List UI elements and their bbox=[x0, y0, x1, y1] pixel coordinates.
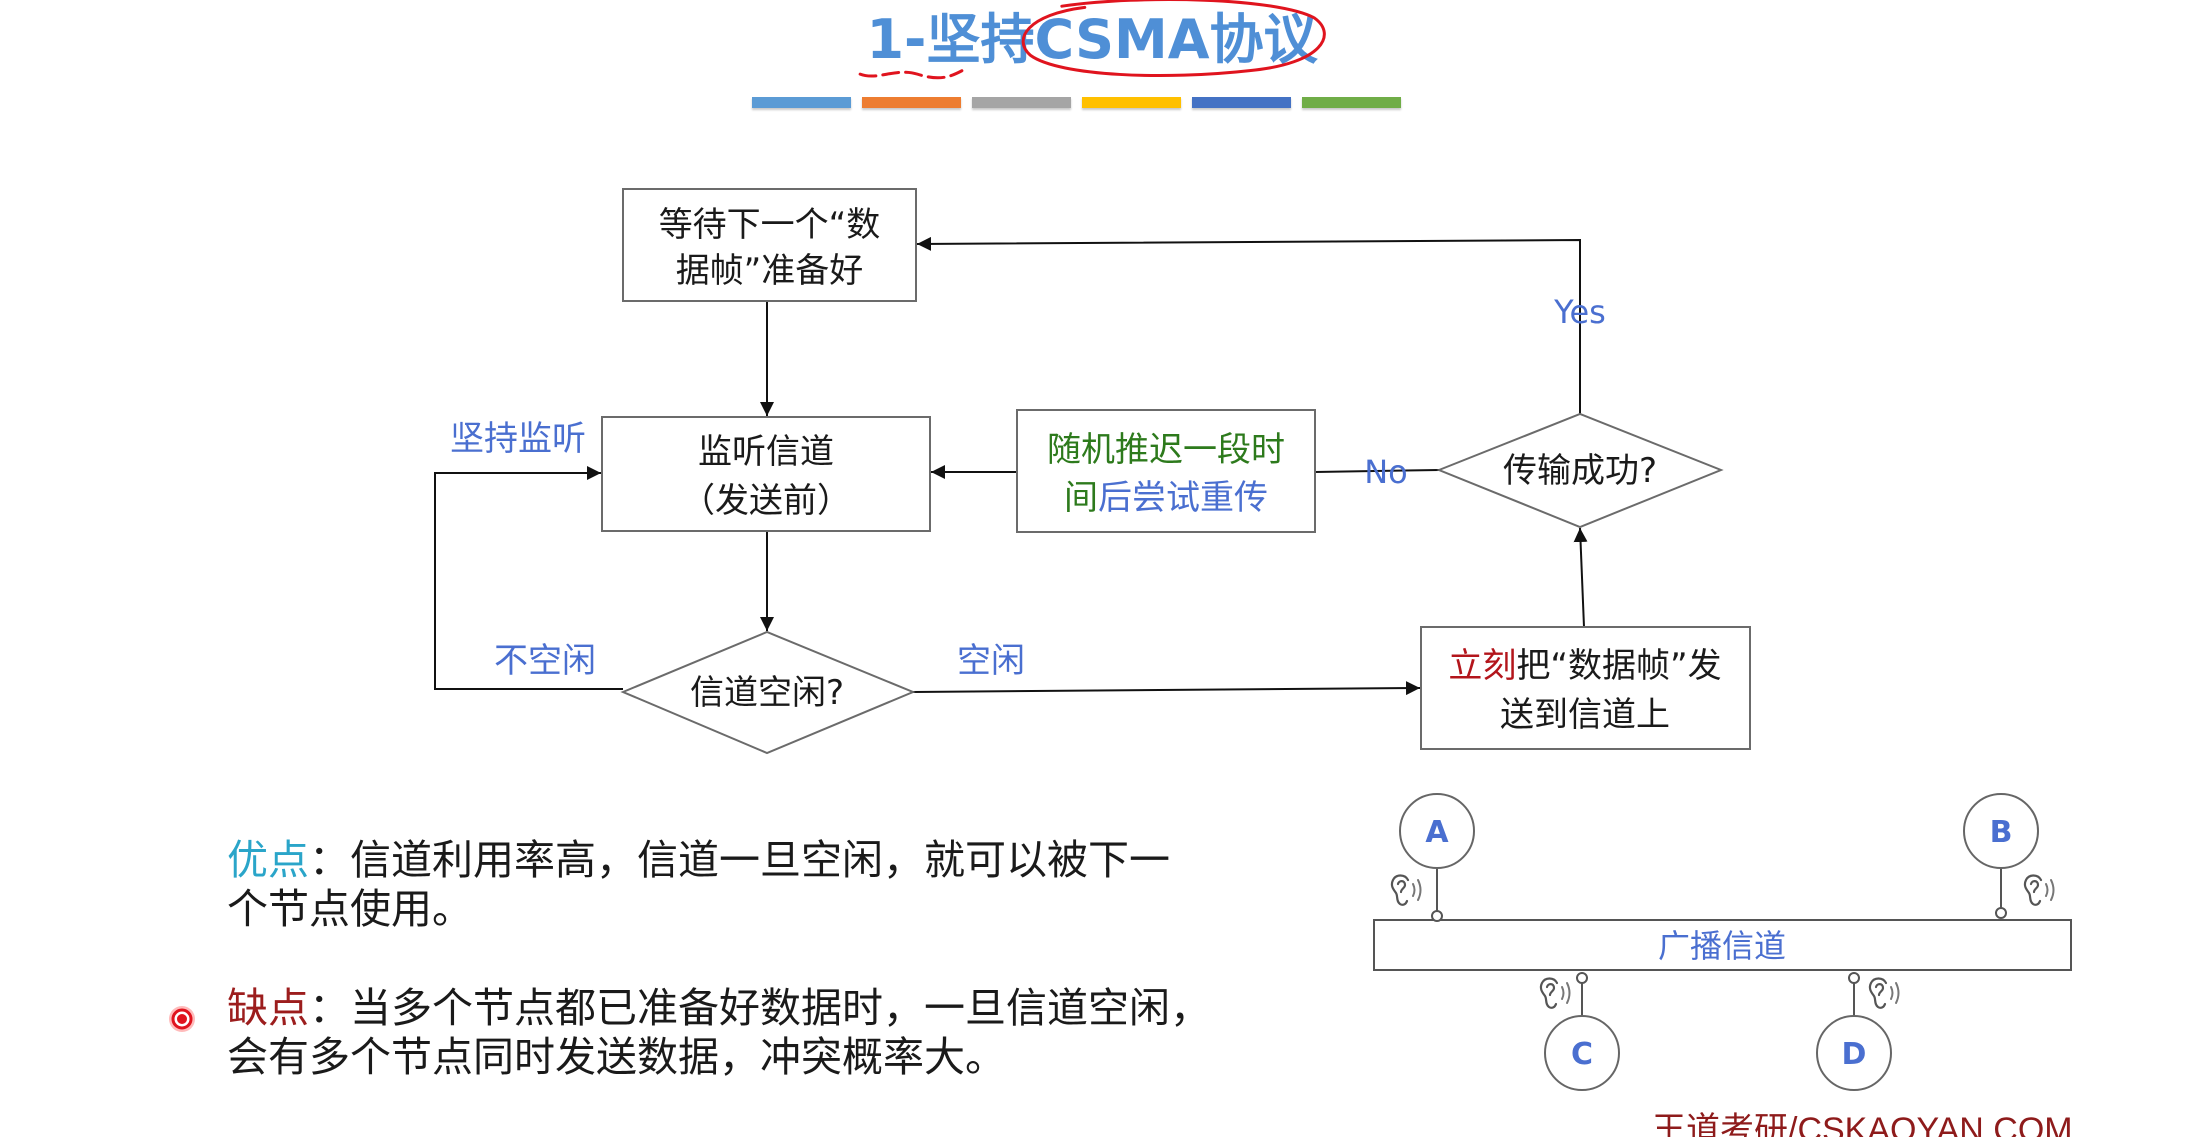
ear-icon bbox=[1539, 977, 1571, 1009]
color-bar-segment bbox=[752, 97, 851, 108]
ear-icon bbox=[1868, 977, 1900, 1009]
channel-idle-text: 信道空闲? bbox=[690, 673, 844, 713]
node-a-label: A bbox=[1425, 815, 1449, 850]
broadcast-channel-label: 广播信道 bbox=[1658, 927, 1786, 965]
csma-flowchart: 等待下一个“数 据帧”准备好 监听信道 （发送前） 随机推迟一段时 间后尝试重传… bbox=[434, 188, 1751, 755]
random-backoff-line-2-blue: 后尝试重传 bbox=[1098, 478, 1268, 518]
node-c-tap bbox=[1576, 972, 1588, 984]
channel-idle-diamond bbox=[620, 630, 916, 755]
broadcast-channel-diagram: 广播信道 A B C D bbox=[1373, 793, 2072, 1091]
color-bar-segment bbox=[862, 97, 961, 108]
title-protocol: CSMA协议 bbox=[1034, 4, 1317, 76]
random-backoff-line-2-green: 间 bbox=[1064, 478, 1098, 518]
label-idle: 空闲 bbox=[957, 641, 1025, 681]
send-frame-line-1-rest: 把“数据帧”发 bbox=[1516, 646, 1721, 686]
cons-line-2: 会有多个节点同时发送数据，冲突概率大。 bbox=[227, 1033, 1006, 1081]
footer-site-credit: 王道考研/CSKAOYAN.COM bbox=[1652, 1111, 2073, 1137]
arrow-success-yes-to-wait bbox=[916, 236, 1581, 414]
label-keep-listening: 坚持监听 bbox=[450, 419, 586, 459]
pros-label: 优点 bbox=[227, 836, 309, 884]
node-d-label: D bbox=[1842, 1037, 1867, 1072]
transmission-success-diamond bbox=[1436, 412, 1724, 529]
ear-icon bbox=[2023, 874, 2055, 906]
cons-line-1: 缺点：当多个节点都已准备好数据时，一旦信道空闲， bbox=[227, 984, 1211, 1033]
send-frame-line-1: 立刻把“数据帧”发 bbox=[1448, 646, 1721, 686]
pros-line-2: 个节点使用。 bbox=[227, 885, 473, 933]
send-frame-line-1-red: 立刻 bbox=[1448, 646, 1516, 686]
send-frame-line-2-text: 送到信道上 bbox=[1500, 695, 1670, 735]
node-a bbox=[1399, 793, 1475, 869]
title-color-bar bbox=[752, 97, 1401, 108]
wait-for-frame-line-1: 等待下一个“数 bbox=[659, 205, 881, 245]
wait-for-frame-box bbox=[622, 188, 917, 302]
random-backoff-box bbox=[1016, 409, 1316, 533]
transmission-success-text-content: 传输成功? bbox=[1503, 451, 1657, 491]
node-c-label: C bbox=[1571, 1037, 1593, 1072]
random-backoff-line-1: 随机推迟一段时 bbox=[1047, 430, 1285, 470]
transmission-success-text: 传输成功? bbox=[1503, 451, 1657, 491]
title-number-text: 1- bbox=[866, 8, 927, 71]
node-b bbox=[1963, 793, 2039, 869]
red-circle-annotation bbox=[1018, 0, 1331, 80]
listen-channel-line-2-text: （发送前） bbox=[681, 481, 851, 521]
send-frame-line-2: 送到信道上 bbox=[1500, 695, 1670, 735]
label-busy: 不空闲 bbox=[494, 641, 596, 681]
ear-icon bbox=[1390, 874, 1422, 906]
node-c bbox=[1544, 1015, 1620, 1091]
cons-label: 缺点 bbox=[227, 984, 309, 1032]
title-number: 1- bbox=[866, 4, 926, 76]
arrow-busy-loop-to-listen bbox=[434, 466, 623, 690]
send-frame-box bbox=[1420, 626, 1751, 750]
red-underline-annotation bbox=[858, 64, 964, 82]
slide-title: 1- 坚持 CSMA协议 bbox=[0, 4, 2184, 76]
color-bar-segment bbox=[1082, 97, 1181, 108]
cons-line-1-text: ：当多个节点都已准备好数据时，一旦信道空闲， bbox=[309, 984, 1211, 1032]
broadcast-channel-bar bbox=[1373, 919, 2072, 971]
channel-idle-text-content: 信道空闲? bbox=[690, 673, 844, 713]
pros-paragraph: 优点：信道利用率高，信道一旦空闲，就可以被下一 个节点使用。 bbox=[227, 836, 1170, 934]
random-backoff-line-1-text: 随机推迟一段时 bbox=[1047, 430, 1285, 470]
listen-channel-line-1-text: 监听信道 bbox=[698, 432, 834, 472]
color-bar-segment bbox=[1302, 97, 1401, 108]
wait-for-frame-line-2-text: 据帧”准备好 bbox=[676, 251, 864, 291]
color-bar-segment bbox=[1192, 97, 1291, 108]
node-b-tap bbox=[1995, 907, 2007, 919]
arrow-idle-to-send bbox=[912, 681, 1421, 696]
wait-for-frame-line-2: 据帧”准备好 bbox=[676, 251, 864, 291]
laser-pointer-dot bbox=[169, 1006, 195, 1032]
title-protocol-text: CSMA协议 bbox=[1034, 8, 1318, 71]
node-a-tap bbox=[1431, 910, 1443, 922]
laser-pointer-core bbox=[177, 1014, 187, 1024]
pros-line-1-text: ：信道利用率高，信道一旦空闲，就可以被下一 bbox=[309, 836, 1170, 884]
label-no: No bbox=[1364, 453, 1408, 491]
connector-success-no-to-backoff bbox=[1314, 469, 1440, 473]
pros-line-1: 优点：信道利用率高，信道一旦空闲，就可以被下一 bbox=[227, 836, 1170, 885]
listen-channel-line-1: 监听信道 bbox=[698, 432, 834, 472]
listen-channel-box bbox=[601, 416, 931, 532]
node-d bbox=[1816, 1015, 1892, 1091]
title-name: 坚持 bbox=[926, 8, 1035, 71]
listen-channel-line-2: （发送前） bbox=[681, 481, 851, 521]
node-d-tap bbox=[1848, 972, 1860, 984]
node-b-label: B bbox=[1990, 815, 2013, 850]
wait-for-frame-line-1-text: 等待下一个“数 bbox=[659, 205, 881, 245]
random-backoff-line-2: 间后尝试重传 bbox=[1064, 478, 1268, 518]
cons-paragraph: 缺点：当多个节点都已准备好数据时，一旦信道空闲， 会有多个节点同时发送数据，冲突… bbox=[227, 984, 1211, 1082]
arrow-send-to-success-check bbox=[1573, 527, 1588, 628]
color-bar-segment bbox=[972, 97, 1071, 108]
label-yes: Yes bbox=[1553, 293, 1606, 331]
